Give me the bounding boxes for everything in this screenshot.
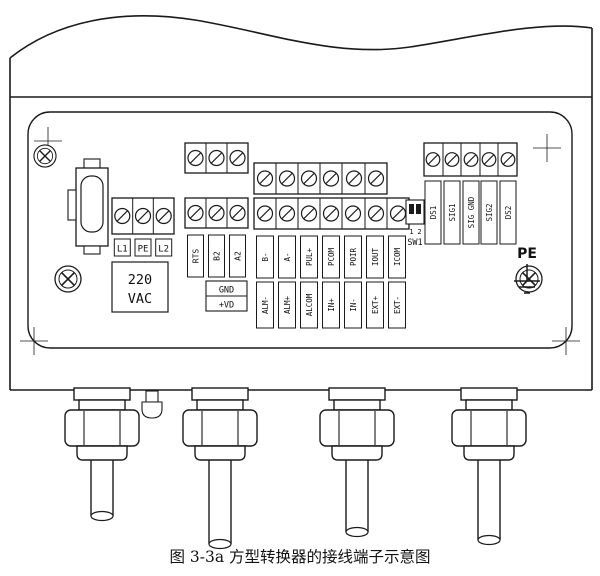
cover-screw-left-icon bbox=[54, 265, 82, 293]
terminal-screw-icon bbox=[300, 170, 318, 187]
io-label-row-bottom: ALM- ALM+ ALCOM IN+ IN- EXT+ EXT- bbox=[256, 281, 406, 329]
io-terminal-block-lower bbox=[253, 197, 410, 230]
ground-symbol-icon bbox=[514, 264, 540, 294]
fuse-holder bbox=[67, 158, 109, 255]
power-terminal-label: L1 bbox=[117, 245, 128, 255]
dip-switch-lever-1 bbox=[409, 204, 414, 214]
io-label: PUL+ bbox=[305, 247, 314, 266]
cable-3 bbox=[345, 460, 369, 538]
io-label: IN- bbox=[349, 298, 358, 312]
terminal-screw-icon bbox=[300, 205, 318, 222]
signal-label: SIG1 bbox=[448, 203, 457, 221]
terminal-screw-icon bbox=[256, 205, 274, 222]
signal-terminal-block: DS1 SIG1 SIG GND SIG2 DS2 bbox=[423, 142, 518, 245]
terminal-screw-icon bbox=[256, 170, 274, 187]
io-label: EXT+ bbox=[371, 295, 380, 314]
io-label: PCOM bbox=[327, 247, 336, 266]
comm-aux-label: GND bbox=[219, 286, 234, 296]
terminal-screw-icon bbox=[367, 170, 385, 187]
cable-1 bbox=[90, 460, 114, 522]
terminal-screw-icon bbox=[114, 207, 131, 225]
power-terminal-label: PE bbox=[138, 245, 149, 255]
io-terminal-block-upper bbox=[253, 162, 388, 195]
signal-label: DS2 bbox=[504, 206, 513, 220]
comm-terminal-label: A2 bbox=[234, 251, 243, 261]
io-label-row-top: B- A- PUL+ PCOM POIR IOUT ICOM bbox=[256, 235, 406, 279]
terminal-screw-icon bbox=[322, 170, 340, 187]
power-rating-voltage: 220 bbox=[128, 272, 152, 288]
io-label: IOUT bbox=[371, 247, 380, 266]
terminal-screw-icon bbox=[187, 149, 204, 167]
power-terminal-block: L1 PE L2 220 VAC bbox=[111, 197, 175, 313]
terminal-screw-icon bbox=[444, 152, 460, 167]
dip-switch-lever-2 bbox=[416, 204, 421, 214]
terminal-screw-icon bbox=[229, 204, 246, 222]
dip-position-label: 1 bbox=[409, 228, 413, 236]
pe-label: PE bbox=[517, 246, 537, 262]
comm-terminal-label: RTS bbox=[192, 249, 201, 264]
cable-glands bbox=[64, 387, 527, 550]
terminal-screw-icon bbox=[155, 207, 172, 225]
terminal-screw-icon bbox=[229, 149, 246, 167]
terminal-screw-icon bbox=[367, 205, 385, 222]
sw1-dip-switch: 1 2 SW1 bbox=[405, 199, 425, 248]
io-label: ALCOM bbox=[305, 293, 314, 316]
housing-broken-top-edge bbox=[9, 15, 593, 59]
cover-screw-right-icon bbox=[515, 265, 543, 293]
io-label: POIR bbox=[349, 247, 358, 266]
io-label: IN+ bbox=[327, 298, 336, 312]
power-rating-box bbox=[111, 261, 169, 313]
terminal-screw-icon bbox=[463, 152, 479, 167]
fuse-icon bbox=[80, 175, 104, 233]
terminal-screw-icon bbox=[208, 149, 225, 167]
terminal-screw-icon bbox=[481, 152, 497, 167]
io-label: EXT- bbox=[393, 296, 402, 314]
signal-label: DS1 bbox=[429, 206, 438, 220]
switch-label: SW1 bbox=[407, 238, 422, 248]
signal-label: SIG GND bbox=[467, 196, 476, 228]
terminal-screw-icon bbox=[208, 204, 225, 222]
power-terminal-label: L2 bbox=[158, 245, 169, 255]
io-label: B- bbox=[261, 252, 270, 261]
io-label: A- bbox=[283, 252, 292, 261]
comm-terminal-label: B2 bbox=[213, 251, 222, 261]
terminal-screw-icon bbox=[134, 207, 152, 225]
terminal-screw-icon bbox=[278, 205, 296, 222]
dip-position-label: 2 bbox=[417, 228, 421, 236]
cable-2 bbox=[208, 460, 232, 550]
terminal-screw-icon bbox=[425, 152, 441, 167]
terminal-screw-icon bbox=[187, 204, 204, 222]
terminal-screw-icon bbox=[500, 152, 516, 167]
figure-caption: 图 3-3a 方型转换器的接线端子示意图 bbox=[169, 547, 430, 566]
power-rating-type: VAC bbox=[128, 291, 152, 307]
terminal-screw-icon bbox=[322, 205, 340, 222]
blanking-plug bbox=[141, 390, 163, 419]
cover-screw-top-left-icon bbox=[33, 144, 57, 168]
pe-ground: PE bbox=[514, 246, 540, 294]
spare-terminal-block bbox=[184, 142, 249, 174]
io-label: ALM+ bbox=[283, 295, 292, 314]
comm-aux-label: +VD bbox=[219, 301, 234, 311]
io-label: ICOM bbox=[393, 247, 402, 266]
signal-label: SIG2 bbox=[485, 203, 494, 221]
cable-4 bbox=[477, 460, 501, 546]
io-label: ALM- bbox=[261, 296, 270, 314]
terminal-screw-icon bbox=[344, 205, 362, 222]
terminal-screw-icon bbox=[345, 170, 363, 187]
terminal-screw-icon bbox=[389, 205, 407, 222]
comm-terminal-block: RTS B2 A2 GND +VD bbox=[184, 197, 249, 312]
terminal-screw-icon bbox=[278, 170, 296, 187]
